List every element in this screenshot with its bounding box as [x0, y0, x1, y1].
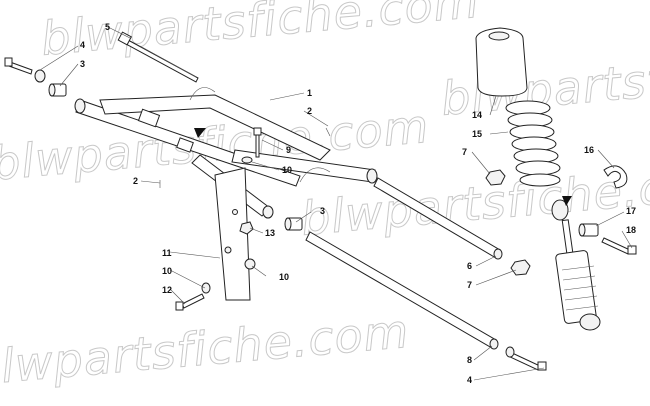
callout-8: 8 — [467, 355, 472, 365]
washer-10-low — [201, 282, 211, 294]
bolt-12 — [175, 293, 205, 311]
shaft-8 — [305, 231, 499, 350]
callout-5: 5 — [105, 22, 110, 32]
callout-11: 11 — [162, 248, 172, 258]
callout-15: 15 — [472, 129, 482, 139]
callout-7: 7 — [467, 280, 472, 290]
nut-7-center — [510, 259, 531, 276]
washer-10-mid — [244, 258, 256, 270]
bolt-4-bottom — [505, 346, 547, 371]
watermark-text: blwpartsfiche.com — [39, 0, 482, 66]
bolt-4-top — [4, 57, 46, 83]
callout-13: 13 — [265, 228, 275, 238]
nut-13 — [239, 221, 254, 235]
bolt-18 — [601, 237, 637, 255]
pin-2-right — [325, 127, 331, 137]
callout-12: 12 — [162, 285, 172, 295]
callout-18: 18 — [626, 225, 636, 235]
watermark: blwpartsfiche.com blwpartsfiche.com blwp… — [0, 0, 650, 396]
long-bolt-5 — [117, 31, 199, 83]
a-arm-frame — [74, 87, 378, 301]
washer-10-top — [241, 156, 253, 164]
callout-3: 3 — [320, 206, 325, 216]
callout-1: 1 — [307, 88, 312, 98]
bolt-9 — [253, 127, 262, 158]
callout-2: 2 — [307, 106, 312, 116]
nut-7-top — [485, 169, 506, 186]
callout-10: 10 — [162, 266, 172, 276]
callout-7: 7 — [462, 147, 467, 157]
callouts: 5 4 3 1 2 2 9 10 3 13 11 10 10 12 14 15 … — [80, 22, 636, 385]
callout-17: 17 — [626, 206, 636, 216]
callout-6: 6 — [467, 261, 472, 271]
watermark-text: blwpartsfiche.com — [0, 304, 411, 396]
callout-2: 2 — [133, 176, 138, 186]
callout-9: 9 — [286, 145, 291, 155]
leader-lines — [39, 26, 633, 381]
spring-clip — [603, 165, 628, 189]
callout-16: 16 — [584, 145, 594, 155]
callout-10: 10 — [279, 272, 289, 282]
bushing-3-center — [284, 217, 303, 231]
callout-3: 3 — [80, 59, 85, 69]
spring — [505, 100, 561, 187]
callout-10: 10 — [282, 165, 292, 175]
callout-4: 4 — [80, 40, 85, 50]
shock-absorber — [551, 196, 601, 331]
callout-14: 14 — [472, 110, 482, 120]
shock-boot — [475, 27, 528, 97]
bushing-3-left — [48, 83, 67, 97]
shaft-6 — [373, 177, 503, 260]
callout-4: 4 — [467, 375, 472, 385]
bushing-17 — [578, 223, 599, 237]
